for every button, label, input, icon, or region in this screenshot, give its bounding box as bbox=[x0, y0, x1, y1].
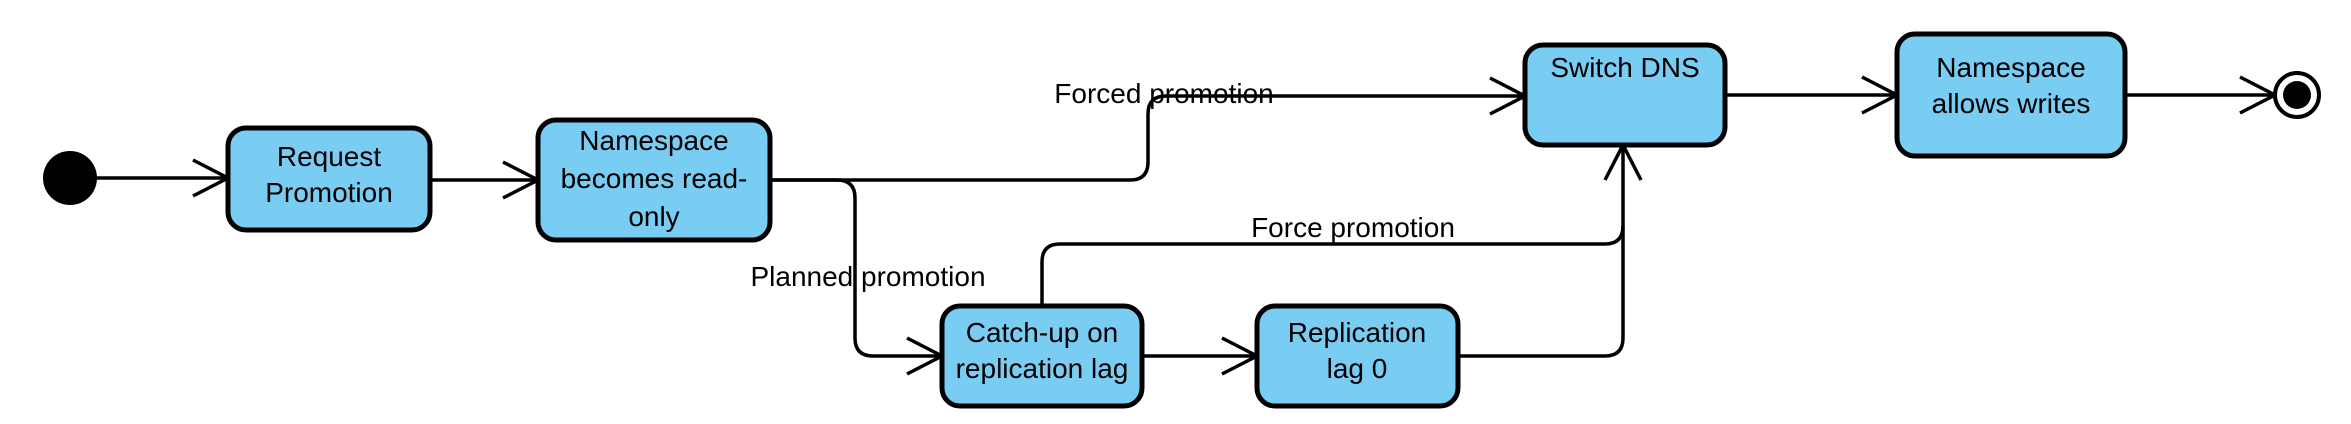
initial-node-icon bbox=[43, 151, 97, 205]
final-node-core-icon bbox=[2283, 81, 2311, 109]
edge-lag-zero-to-switch-dns bbox=[1458, 141, 1643, 358]
state-label-line: Namespace bbox=[579, 125, 728, 156]
state-namespace-allows-writes[interactable]: Namespace allows writes bbox=[1894, 31, 2128, 159]
state-label-line: replication lag bbox=[956, 353, 1129, 384]
state-box-shape bbox=[1894, 31, 2128, 159]
state-replication-lag-0[interactable]: Replication lag 0 bbox=[1254, 303, 1461, 409]
state-label-line: becomes read- bbox=[561, 163, 748, 194]
state-box-shape bbox=[1254, 303, 1461, 409]
edge-force-promotion-to-switch-dns: Force promotion bbox=[1040, 212, 1625, 306]
edge-line bbox=[1040, 225, 1625, 306]
edge-line bbox=[1458, 145, 1625, 358]
state-label-line: only bbox=[628, 201, 679, 232]
state-catch-up-on-replication-lag[interactable]: Catch-up on replication lag bbox=[939, 303, 1145, 409]
end-node[interactable] bbox=[2273, 71, 2321, 119]
edge-line bbox=[770, 178, 942, 358]
edge-label-planned-promotion: Planned promotion bbox=[750, 261, 985, 292]
edge-allows-writes-to-end bbox=[2125, 75, 2279, 115]
state-namespace-becomes-read-only[interactable]: Namespace becomes read- only bbox=[535, 117, 773, 243]
edge-start-to-request-promotion bbox=[97, 158, 232, 198]
edge-catch-up-to-lag-zero bbox=[1142, 336, 1261, 376]
state-box-shape bbox=[1522, 42, 1728, 148]
state-label-line: lag 0 bbox=[1327, 353, 1388, 384]
state-box-shape bbox=[225, 125, 433, 233]
edge-line bbox=[770, 94, 1525, 182]
edge-read-only-to-switch-dns: Forced promotion bbox=[770, 76, 1529, 182]
start-node[interactable] bbox=[43, 151, 97, 205]
state-label-line: Request bbox=[277, 141, 382, 172]
state-label-line: Catch-up on bbox=[966, 317, 1119, 348]
state-label-line: Switch DNS bbox=[1550, 52, 1699, 83]
edge-switch-dns-to-allows-writes bbox=[1725, 75, 1901, 115]
state-switch-dns[interactable]: Switch DNS bbox=[1522, 42, 1728, 148]
edge-label-force-promotion: Force promotion bbox=[1251, 212, 1455, 243]
edge-request-promotion-to-read-only bbox=[430, 160, 542, 200]
state-label-line: Namespace bbox=[1936, 52, 2085, 83]
state-box-shape bbox=[939, 303, 1145, 409]
state-box-shape bbox=[535, 117, 773, 243]
state-request-promotion[interactable]: Request Promotion bbox=[225, 125, 433, 233]
state-label-line: Promotion bbox=[265, 177, 393, 208]
state-label-line: allows writes bbox=[1932, 88, 2091, 119]
edge-label-forced-promotion: Forced promotion bbox=[1054, 78, 1273, 109]
edge-read-only-to-catch-up: Planned promotion bbox=[750, 178, 986, 376]
state-label-line: Replication bbox=[1288, 317, 1427, 348]
